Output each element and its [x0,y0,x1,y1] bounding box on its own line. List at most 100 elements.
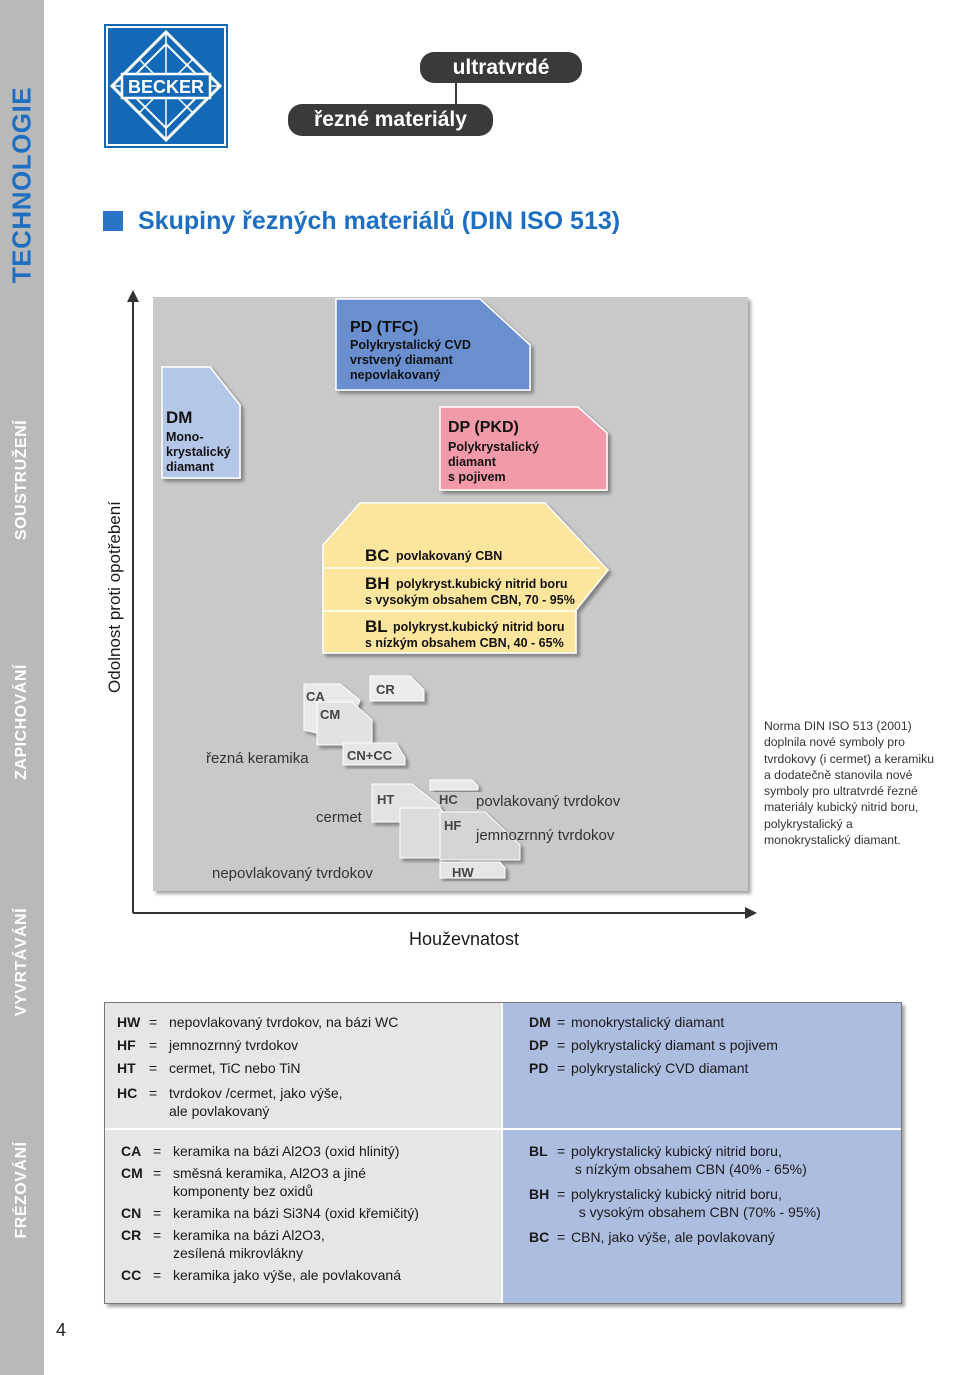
sidebar-item-zapichovani[interactable]: ZAPICHOVÁNÍ [13,664,30,780]
legend-desc: polykrystalický kubický nitrid boru, s v… [571,1186,821,1220]
sidebar-item-frezovani[interactable]: FRÉZOVÁNÍ [13,1141,30,1239]
ca-code: CA [306,689,325,704]
hf-region [439,811,521,861]
legend-code: DP [529,1037,549,1053]
legend-eq: = [557,1186,566,1202]
cm-code: CM [320,707,340,722]
legend-eq: = [149,1060,158,1076]
legend-desc: jemnozrnný tvrdokov [169,1037,299,1053]
logo-text: BECKER [128,77,204,97]
legend-eq: = [557,1037,566,1053]
bc-text: povlakovaný CBN [396,549,502,563]
hw-code: HW [452,865,474,880]
legend-code: HT [117,1060,136,1076]
label-cermet: cermet [316,809,363,826]
legend-table: HW = nepovlakovaný tvrdokov, na bázi WC … [104,1002,902,1304]
x-axis-label: Houževnatost [409,929,519,949]
legend-eq: = [557,1229,566,1245]
legend-desc: směsná keramika, Al2O3 a jiné komponenty… [173,1165,366,1199]
cbn-region [322,502,609,654]
hw-region [439,861,506,879]
material-diagram: Odolnost proti opotřebení Houževnatost P… [105,290,757,949]
legend-quadrant-diamonds: DM = monokrystalický diamant DP = polykr… [503,1003,901,1130]
bh-text2: s vysokým obsahem CBN, 70 - 95% [365,593,575,607]
tag-connector [455,83,457,104]
legend-desc: polykrystalický diamant s pojivem [571,1037,778,1053]
ht-code: HT [377,792,394,807]
legend-desc: keramika na bázi Al2O3 (oxid hlinitý) [173,1143,400,1159]
x-axis-arrow [745,907,757,919]
legend-code: HC [117,1085,138,1101]
bc-code: BC [365,546,390,565]
legend-quadrant-cbn: BL = polykrystalický kubický nitrid boru… [503,1130,901,1303]
legend-desc: keramika jako výše, ale povlakovaná [173,1267,402,1283]
legend-code: CM [121,1165,143,1181]
legend-desc: polykrystalický kubický nitrid boru, s n… [571,1143,807,1177]
sidebar-item-vyvrtavani[interactable]: VYVRTÁVÁNÍ [13,907,30,1017]
bl-text: polykryst.kubický nitrid boru [393,620,565,634]
tag-ultratvrde: ultratvrdé [420,52,582,83]
title-bullet [103,211,123,231]
legend-desc: CBN, jako výše, ale povlakovaný [571,1229,775,1245]
legend-desc: keramika na bázi Al2O3, zesílená mikrovl… [173,1227,325,1261]
dm-line: krystalický [166,445,231,459]
y-axis-arrow [127,290,139,302]
bh-text: polykryst.kubický nitrid boru [396,577,568,591]
hc-region [429,779,479,791]
legend-code: DM [529,1014,551,1030]
dp-line: s pojivem [448,470,506,484]
legend-quadrant-carbides: HW = nepovlakovaný tvrdokov, na bázi WC … [105,1003,503,1130]
bl-text2: s nízkým obsahem CBN, 40 - 65% [365,636,564,650]
label-rezna-keramika: řezná keramika [206,750,309,767]
dp-line: diamant [448,455,497,469]
legend-code: CA [121,1143,142,1159]
legend-code: CR [121,1227,142,1243]
legend-eq: = [149,1037,158,1053]
cncc-region [342,742,406,766]
legend-eq: = [153,1165,162,1181]
legend-code: CC [121,1267,142,1283]
pd-region [335,298,531,391]
legend-eq: = [153,1267,162,1283]
pd-line: vrstvený diamant [350,353,454,367]
legend-eq: = [557,1143,566,1159]
pd-line: Polykrystalický CVD [350,338,471,352]
iso-note: Norma DIN ISO 513 (2001) doplnila nové s… [764,719,934,848]
becker-logo: BECKER [104,24,228,148]
page-title: Skupiny řezných materiálů (DIN ISO 513) [138,207,621,235]
legend-desc: tvrdokov /cermet, jako výše, ale povlako… [169,1085,343,1119]
dm-line: Mono- [166,430,203,444]
hf-code: HF [444,818,461,833]
sidebar-item-soustruzeni[interactable]: SOUSTRUŽENÍ [13,419,30,541]
legend-desc: keramika na bázi Si3N4 (oxid křemičitý) [173,1205,419,1221]
dp-region [439,406,608,491]
legend-code: BL [529,1143,548,1159]
legend-eq: = [153,1205,162,1221]
dp-line: Polykrystalický [448,440,539,454]
cr-region [369,675,425,702]
legend-code: HW [117,1014,141,1030]
pd-code: PD (TFC) [350,319,418,336]
label-nepovlakovany-tvrdokov: nepovlakovaný tvrdokov [212,865,373,882]
legend-code: HF [117,1037,136,1053]
legend-eq: = [153,1227,162,1243]
bh-code: BH [365,574,390,593]
legend-eq: = [557,1060,566,1076]
pd-line: nepovlakovaný [350,368,440,382]
dm-region [161,366,241,479]
legend-eq: = [149,1085,158,1101]
bl-code: BL [365,617,388,636]
legend-desc: polykrystalický CVD diamant [571,1060,749,1076]
cm-region [316,701,373,746]
legend-code: CN [121,1205,142,1221]
legend-quadrant-ceramics: CA = keramika na bázi Al2O3 (oxid hlinit… [105,1130,503,1303]
page-number: 4 [56,1320,67,1340]
cncc-code: CN+CC [347,748,393,763]
label-povlakovany-tvrdokov: povlakovaný tvrdokov [476,793,621,810]
legend-code: BH [529,1186,550,1202]
tag-rezne-materialy: řezné materiály [288,104,493,136]
legend-eq: = [149,1014,158,1030]
legend-desc: nepovlakovaný tvrdokov, na bázi WC [169,1014,399,1030]
label-jemnozrnny-tvrdokov: jemnozrnný tvrdokov [475,827,615,844]
legend-desc: cermet, TiC nebo TiN [169,1060,301,1076]
